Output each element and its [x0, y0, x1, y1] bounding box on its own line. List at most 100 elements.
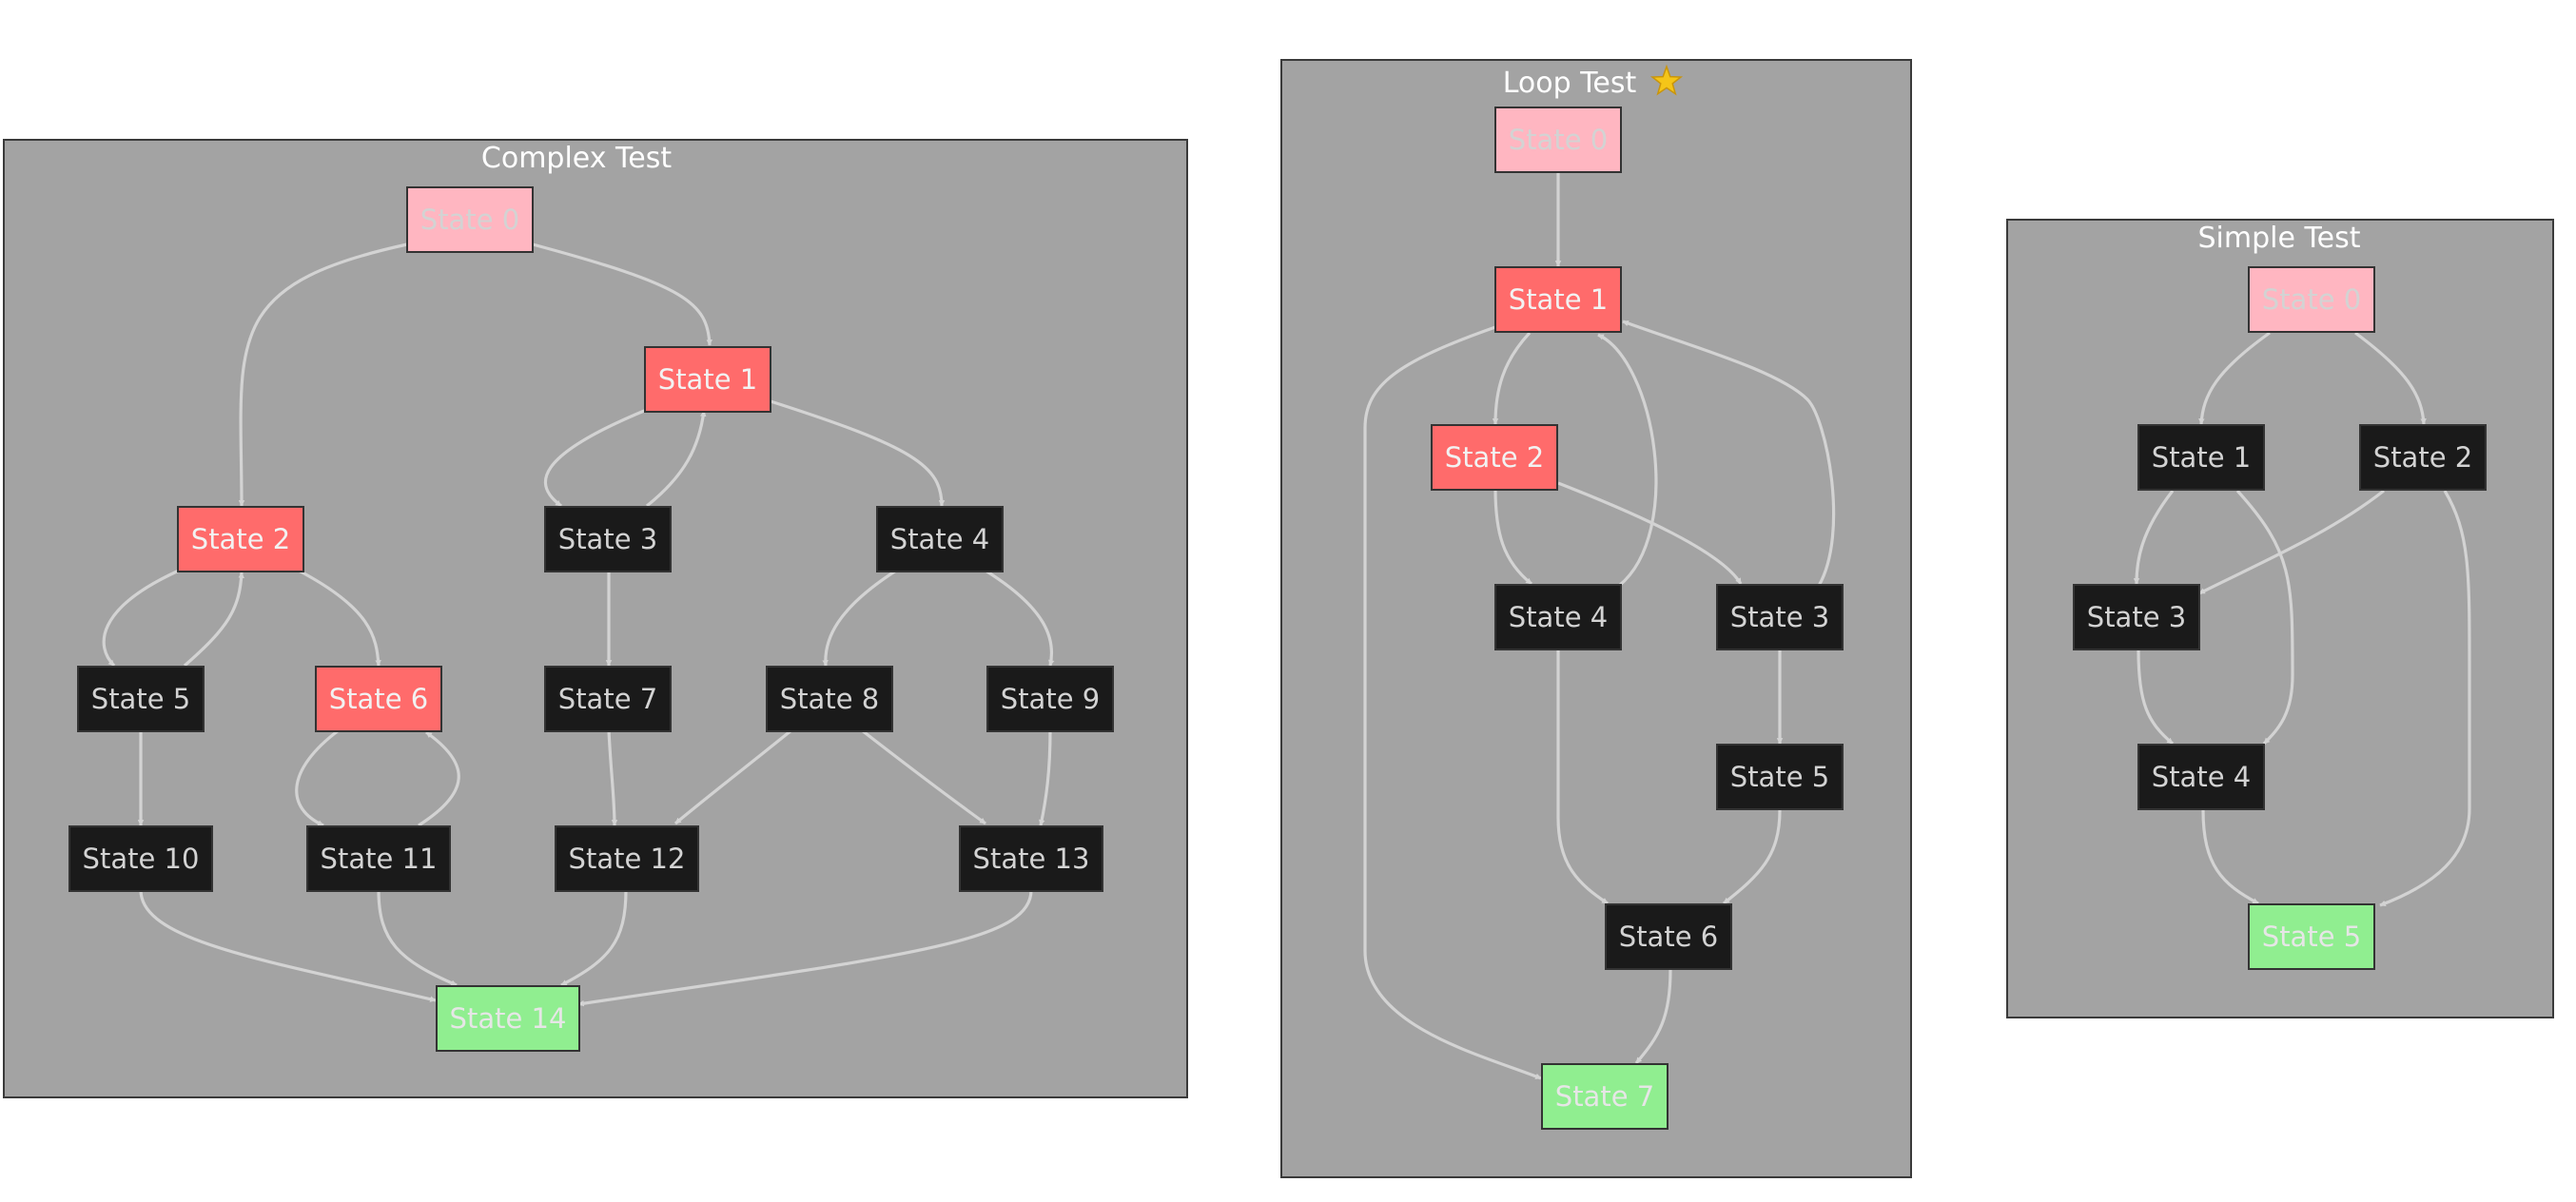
edge-s0-s2 — [2354, 331, 2427, 425]
svg-text:State 3: State 3 — [558, 523, 657, 555]
edge-s6-s7 — [1634, 969, 1672, 1065]
cluster-title-complex: Complex Test — [481, 142, 672, 175]
state-node[interactable]: State 2 — [1431, 424, 1558, 491]
svg-text:State 4: State 4 — [1509, 601, 1608, 633]
state-node[interactable]: State 12 — [555, 825, 699, 892]
svg-text:State 11: State 11 — [321, 843, 438, 875]
svg-text:State 5: State 5 — [91, 683, 190, 715]
svg-text:State 7: State 7 — [1555, 1080, 1654, 1113]
state-node[interactable]: State 6 — [315, 666, 442, 732]
state-node[interactable]: State 5 — [77, 666, 205, 732]
edge-s12-s14 — [560, 889, 628, 987]
edge-s1-s3 — [2133, 490, 2175, 585]
edge-s4-s9 — [985, 569, 1055, 667]
svg-text:State 6: State 6 — [1619, 921, 1718, 953]
edge-s11-s6 — [418, 730, 460, 827]
state-node[interactable]: State 1 — [1494, 266, 1622, 333]
state-node[interactable]: State 5 — [1716, 744, 1844, 810]
svg-text:State 12: State 12 — [569, 843, 686, 875]
edge-s0-s1 — [532, 242, 712, 346]
state-node[interactable]: State 8 — [766, 666, 893, 732]
edge-s2-s5 — [102, 569, 180, 668]
state-node[interactable]: State 7 — [544, 666, 672, 732]
edge-s2-s5 — [2379, 490, 2471, 907]
state-node[interactable]: State 1 — [2137, 424, 2265, 491]
edge-s11-s14 — [377, 889, 458, 987]
edge-s0-s1 — [2198, 331, 2271, 425]
diagram-simple-test: Simple Test State 0 State 1 State 2 — [2006, 219, 2554, 1018]
state-node[interactable]: State 3 — [1716, 584, 1844, 650]
svg-text:State 1: State 1 — [1509, 283, 1608, 316]
edge-s2-s3 — [1557, 481, 1743, 585]
edge-s1-s2 — [1492, 331, 1532, 425]
svg-text:State 3: State 3 — [2087, 601, 2186, 633]
state-node[interactable]: State 13 — [959, 825, 1103, 892]
svg-text:State 2: State 2 — [1445, 441, 1544, 474]
state-node[interactable]: State 6 — [1605, 903, 1732, 970]
state-node[interactable]: State 14 — [436, 985, 580, 1052]
nodes-simple: State 0 State 1 State 2 State 3 State 4 … — [2073, 266, 2487, 970]
state-node[interactable]: State 2 — [177, 506, 304, 572]
edge-s10-s14 — [139, 889, 437, 1002]
edges-loop — [1363, 173, 1836, 1080]
state-node[interactable]: State 4 — [2137, 744, 2265, 810]
edge-s5-s6 — [1723, 809, 1782, 905]
edge-s3-s1 — [1622, 320, 1836, 587]
state-node[interactable]: State 0 — [1494, 107, 1622, 173]
state-node[interactable]: State 9 — [986, 666, 1114, 732]
edge-s8-s12 — [673, 728, 793, 825]
edge-s8-s13 — [861, 728, 986, 825]
state-node[interactable]: State 5 — [2248, 903, 2375, 970]
state-node[interactable]: State 0 — [2248, 266, 2375, 333]
state-node[interactable]: State 10 — [68, 825, 213, 892]
svg-text:State 1: State 1 — [658, 363, 757, 396]
svg-text:State 6: State 6 — [329, 683, 428, 715]
state-node[interactable]: State 1 — [644, 346, 771, 413]
edge-s2-s3 — [2198, 489, 2385, 595]
edge-s3-s4 — [2137, 649, 2175, 746]
edge-s2-s4 — [1493, 488, 1533, 586]
cluster-frame-complex — [3, 139, 1188, 1098]
edge-s5-s2 — [183, 572, 244, 668]
svg-text:State 7: State 7 — [558, 683, 657, 715]
cluster-title-loop: Loop Test — [1503, 67, 1637, 100]
edge-s0-s2 — [238, 242, 408, 507]
edge-s4-s6 — [1556, 650, 1609, 905]
state-node[interactable]: State 7 — [1541, 1063, 1669, 1130]
state-node[interactable]: State 11 — [306, 825, 451, 892]
svg-text:State 4: State 4 — [890, 523, 989, 555]
edge-s1-s4 — [2235, 489, 2294, 746]
edges-complex — [102, 242, 1055, 1007]
svg-text:State 0: State 0 — [2262, 283, 2361, 316]
state-node[interactable]: State 4 — [876, 506, 1004, 572]
svg-text:State 0: State 0 — [420, 204, 519, 236]
svg-text:State 1: State 1 — [2152, 441, 2251, 474]
svg-text:State 8: State 8 — [780, 683, 879, 715]
nodes-loop: State 0 State 1 State 2 State 4 State 3 … — [1431, 107, 1844, 1130]
edge-s9-s13 — [1039, 729, 1052, 826]
edge-s1-s4 — [770, 399, 946, 507]
star-icon — [1649, 64, 1684, 96]
state-node[interactable]: State 0 — [406, 186, 534, 253]
svg-text:State 3: State 3 — [1730, 601, 1829, 633]
cluster-title-simple: Simple Test — [2197, 222, 2360, 255]
edge-s3-s1 — [646, 410, 707, 508]
svg-text:State 13: State 13 — [973, 843, 1090, 875]
edge-s13-s14 — [577, 889, 1033, 1007]
svg-text:State 5: State 5 — [1730, 761, 1829, 793]
edge-s7-s12 — [607, 729, 618, 826]
svg-text:State 0: State 0 — [1509, 124, 1608, 156]
state-node[interactable]: State 3 — [544, 506, 672, 572]
edge-s4-s1 — [1597, 333, 1658, 588]
diagram-complex-test: Complex Test — [3, 139, 1188, 1098]
state-node[interactable]: State 2 — [2359, 424, 2487, 491]
svg-text:State 2: State 2 — [2373, 441, 2472, 474]
state-node[interactable]: State 3 — [2073, 584, 2200, 650]
svg-text:State 5: State 5 — [2262, 921, 2361, 953]
edge-s2-s6 — [298, 569, 381, 667]
state-node[interactable]: State 4 — [1494, 584, 1622, 650]
diagram-loop-test: Loop Test State 0 State 1 — [1280, 59, 1912, 1178]
svg-text:State 9: State 9 — [1001, 683, 1100, 715]
svg-text:State 2: State 2 — [191, 523, 290, 555]
